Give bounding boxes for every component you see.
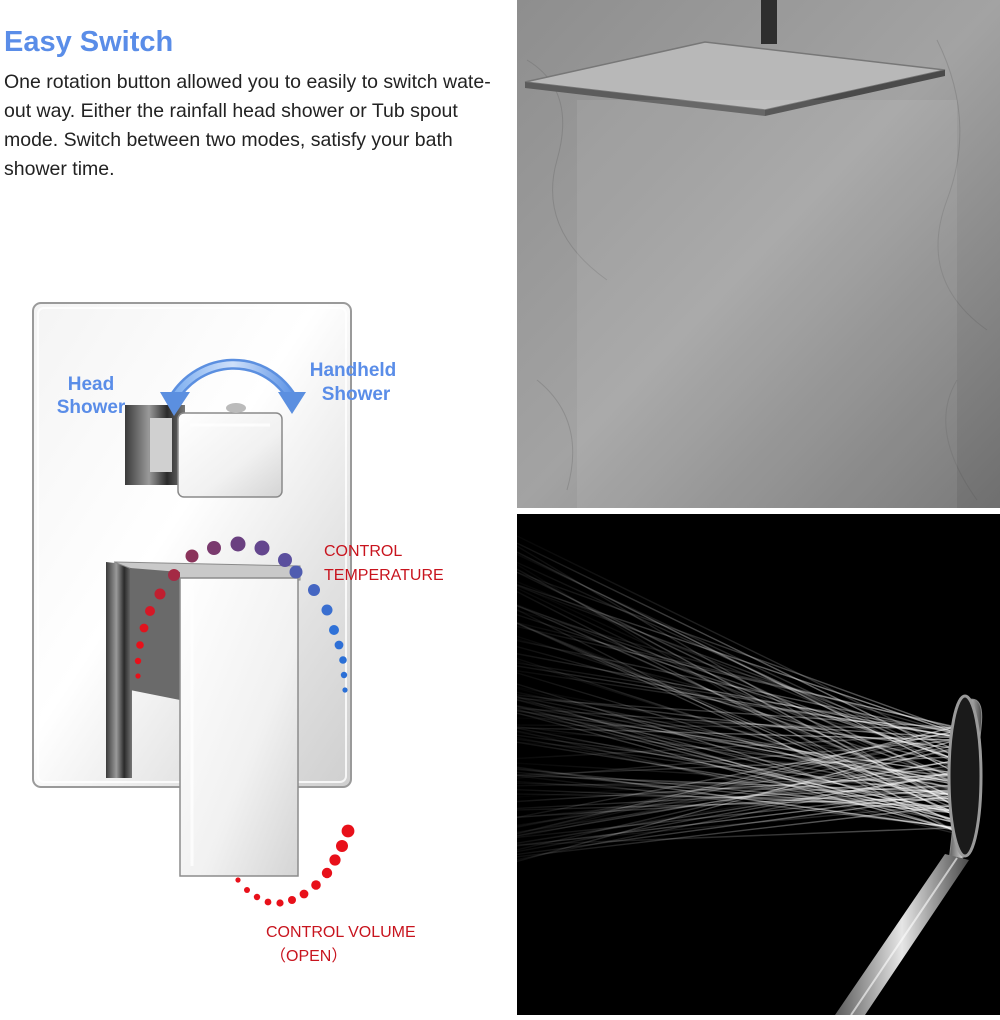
diverter-knob xyxy=(125,403,282,497)
rainfall-shower-photo xyxy=(517,0,1000,508)
head-shower-label-2: Shower xyxy=(57,397,126,418)
control-volume-label: CONTROL VOLUME xyxy=(266,924,416,941)
control-temperature-label: CONTROL xyxy=(324,543,402,560)
heading: Easy Switch xyxy=(4,26,173,59)
control-temperature-label-2: TEMPERATURE xyxy=(324,567,444,584)
handheld-shower-label-2: Shower xyxy=(322,384,391,405)
valve-diagram-svg: Head Shower Handheld Shower CONTROL TEMP… xyxy=(0,280,515,1015)
valve-diagram: Head Shower Handheld Shower CONTROL TEMP… xyxy=(0,280,515,1015)
handheld-spray-photo xyxy=(517,514,1000,1015)
description: One rotation button allowed you to easil… xyxy=(4,68,509,184)
control-volume-label-2: （OPEN） xyxy=(270,947,347,965)
handheld-shower-label: Handheld xyxy=(310,360,397,381)
head-shower-label: Head xyxy=(68,374,114,395)
